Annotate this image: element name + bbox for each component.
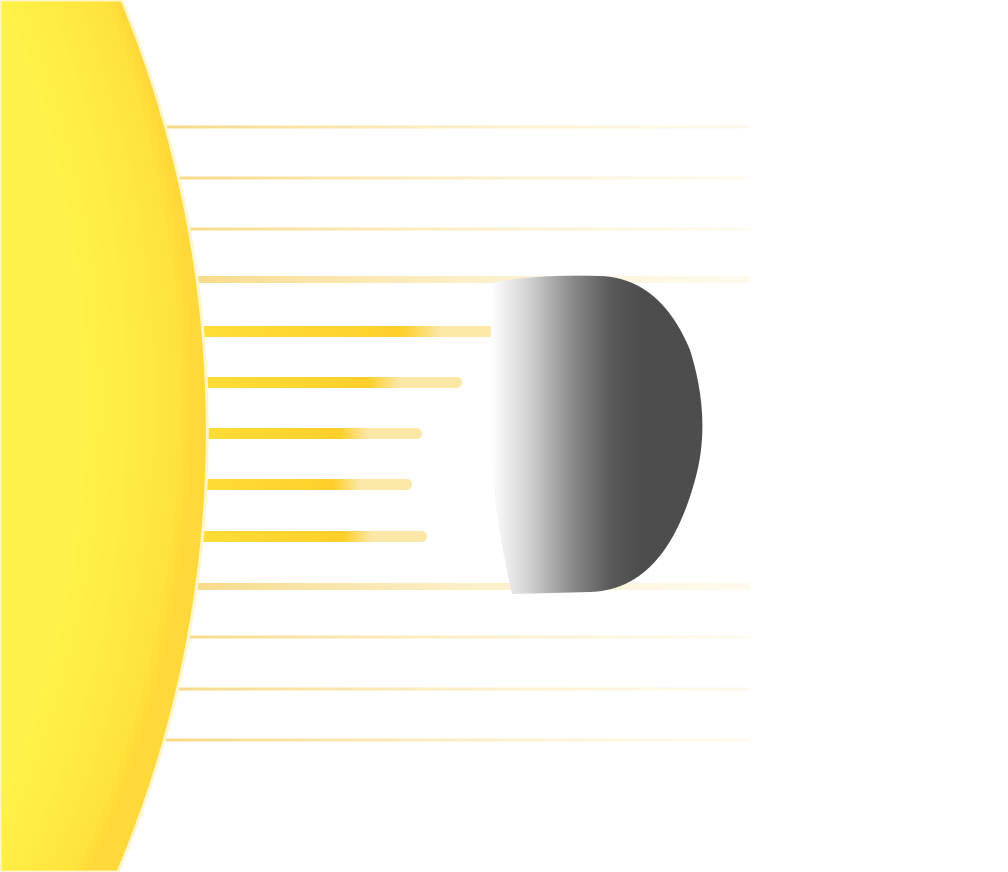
light-ray (150, 531, 427, 542)
sun (0, 0, 209, 872)
light-ray (150, 276, 750, 283)
strong-rays (150, 326, 512, 542)
light-ray (150, 479, 412, 490)
light-ray (150, 176, 750, 180)
light-ray (150, 326, 512, 337)
light-ray (150, 635, 750, 639)
light-ray (150, 377, 462, 388)
light-ray (150, 583, 750, 590)
light-ray (150, 428, 422, 439)
light-ray (150, 738, 750, 742)
light-ray (150, 687, 750, 691)
faint-rays (150, 125, 750, 742)
light-ray (150, 125, 750, 129)
illuminated-body (489, 275, 703, 594)
light-ray (150, 227, 750, 231)
